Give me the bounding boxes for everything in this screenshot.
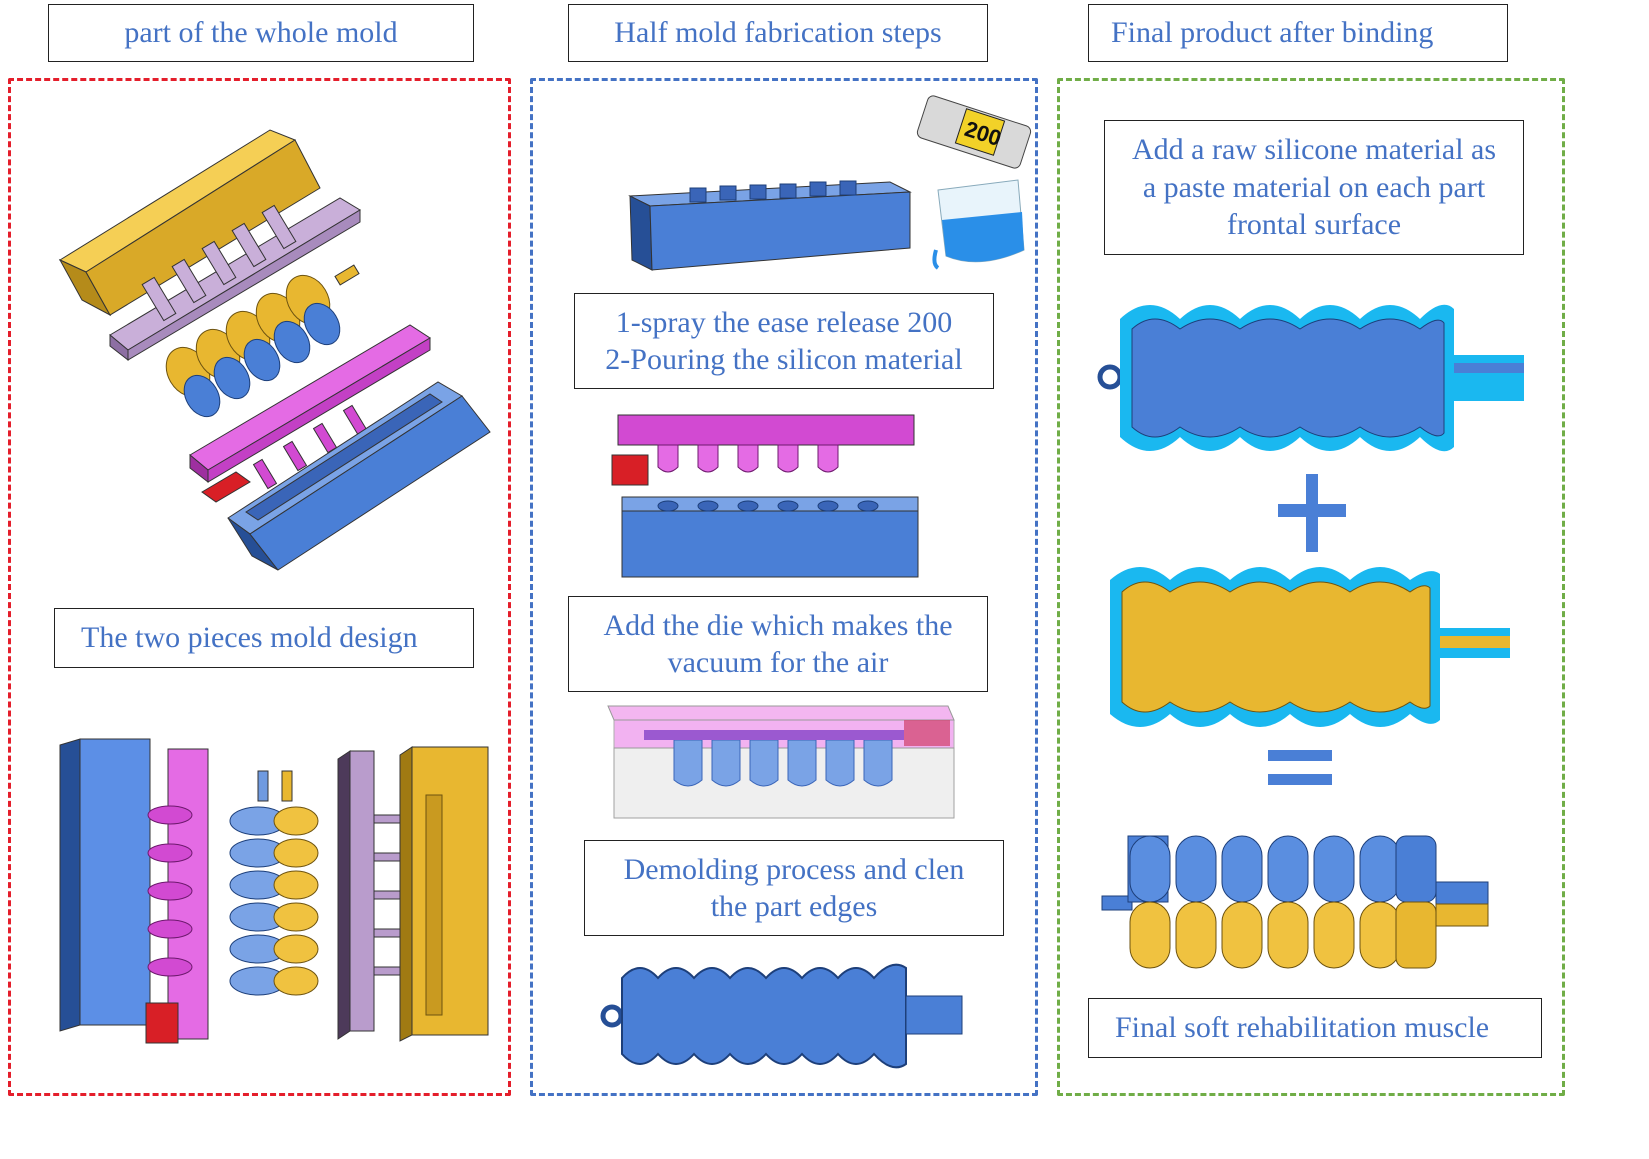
magenta-core-plate <box>145 748 209 1044</box>
mold-parts-front-view <box>59 738 489 1044</box>
magenta-die-and-blue-mold <box>611 414 919 578</box>
middle-panel <box>530 78 1038 1096</box>
step3-label: Demolding process and clen the part edge… <box>584 840 1004 936</box>
plus-symbol <box>1278 462 1346 562</box>
two-piece-mold-text: The two pieces mold design <box>81 621 418 655</box>
demolded-half-muscle <box>600 963 963 1069</box>
blue-mold-block <box>227 381 491 571</box>
gold-half-coated <box>1110 567 1510 727</box>
step2-label: Add the die which makes the vacuum for t… <box>568 596 988 692</box>
right-panel <box>1057 78 1565 1096</box>
blue-mold-half-with-can: 200 <box>628 95 1032 271</box>
final-muscle-text: Final soft rehabilitation muscle <box>1115 1011 1490 1045</box>
exploded-mold-illustration <box>58 129 491 571</box>
header-half-mold-steps: Half mold fabrication steps <box>568 4 988 62</box>
gold-mold-block <box>58 129 321 317</box>
final-muscle-assembled <box>1101 835 1489 969</box>
blue-half-coated <box>1097 304 1524 452</box>
step1-line1: 1-spray the ease release 200 <box>615 305 953 339</box>
step2-text: Add the die which makes the vacuum for t… <box>603 608 953 680</box>
ease-release-can-icon: 200 <box>916 95 1032 169</box>
lavender-plate <box>337 750 401 1040</box>
lavender-frame <box>109 197 361 362</box>
header-final-product: Final product after binding <box>1088 4 1508 62</box>
step3-text: Demolding process and clen the part edge… <box>623 852 965 924</box>
paste-note-text: Add a raw silicone material as a paste m… <box>1131 133 1497 242</box>
assembled-transparent-mold <box>607 705 955 819</box>
equals-symbol <box>1268 750 1332 790</box>
blue-half-mold <box>59 738 151 1032</box>
two-piece-mold-label: The two pieces mold design <box>54 608 474 668</box>
step1-line2: 2-Pouring the silicon material <box>605 343 963 376</box>
muscle-core <box>165 264 360 418</box>
step1-label: 1-spray the ease release 200 2-Pouring t… <box>574 293 994 389</box>
header-final-product-text: Final product after binding <box>1111 16 1434 50</box>
header-half-mold-steps-text: Half mold fabrication steps <box>614 16 942 50</box>
magenta-die <box>189 324 431 503</box>
gold-half-mold <box>399 746 489 1042</box>
left-panel <box>8 78 511 1096</box>
header-whole-mold-text: part of the whole mold <box>124 16 398 50</box>
muscle-core-front <box>229 770 319 996</box>
final-muscle-label: Final soft rehabilitation muscle <box>1088 998 1542 1058</box>
paste-note-label: Add a raw silicone material as a paste m… <box>1104 120 1524 255</box>
header-whole-mold: part of the whole mold <box>48 4 474 62</box>
beaker-icon <box>932 179 1025 270</box>
